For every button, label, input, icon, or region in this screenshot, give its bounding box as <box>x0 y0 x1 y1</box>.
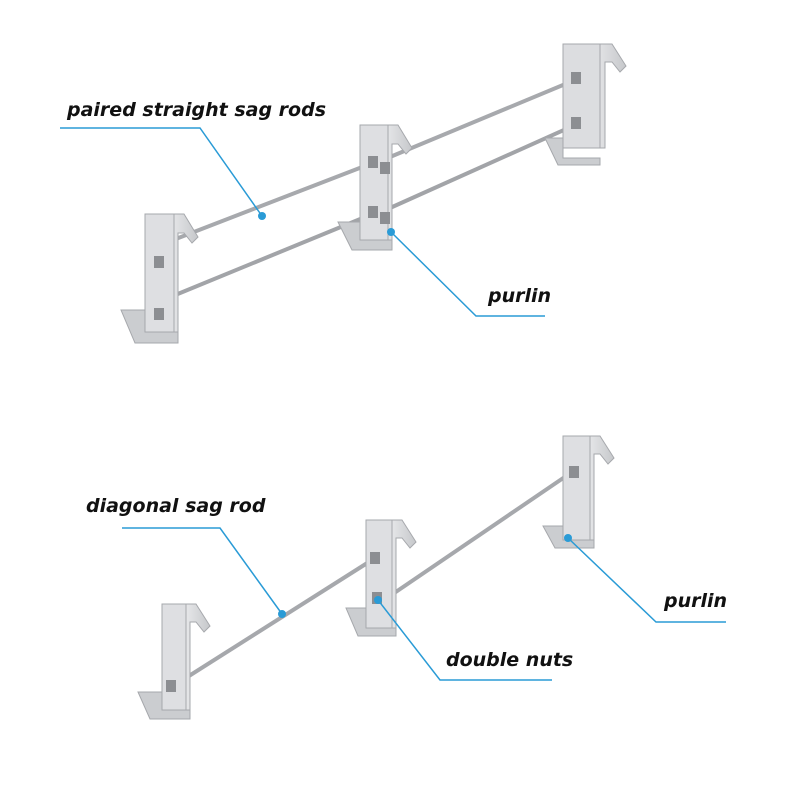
nut-icon <box>154 256 164 268</box>
purlin-top-right <box>544 43 627 166</box>
label-diagonal-sag-rod: diagonal sag rod <box>86 495 266 517</box>
purlin-bottom-left <box>137 603 211 720</box>
leader-dot-icon <box>258 212 266 220</box>
nut-icon <box>370 552 380 564</box>
nut-icon <box>154 308 164 320</box>
label-purlin-top: purlin <box>488 285 552 307</box>
label-purlin-bottom: purlin <box>664 590 728 612</box>
leader-dot-icon <box>387 228 395 236</box>
leader-dot-icon <box>374 596 382 604</box>
purlin-top-middle <box>337 124 413 251</box>
nut-icon <box>380 162 390 174</box>
leader-dot-icon <box>278 610 286 618</box>
nut-icon <box>368 206 378 218</box>
top-upper-rod <box>167 78 576 244</box>
leader-purlin-bottom <box>564 534 726 623</box>
nut-icon <box>368 156 378 168</box>
top-lower-rod <box>167 123 576 300</box>
leader-paired-rods <box>60 127 266 220</box>
nut-icon <box>571 117 581 129</box>
leader-double-nuts <box>374 596 552 681</box>
diagonal-rod <box>168 468 577 690</box>
nut-icon <box>380 212 390 224</box>
purlin-top-left <box>120 213 199 344</box>
label-paired-sag-rods: paired straight sag rods <box>67 99 327 121</box>
label-double-nuts: double nuts <box>446 649 574 671</box>
purlin-bottom-right <box>542 435 615 549</box>
top-panel <box>60 43 627 344</box>
leader-purlin-top <box>387 228 545 317</box>
bottom-panel <box>122 435 726 720</box>
nut-icon <box>166 680 176 692</box>
nut-icon <box>571 72 581 84</box>
leader-diagonal-rod <box>122 527 286 618</box>
nut-icon <box>569 466 579 478</box>
purlin-bottom-middle <box>345 519 417 637</box>
leader-dot-icon <box>564 534 572 542</box>
